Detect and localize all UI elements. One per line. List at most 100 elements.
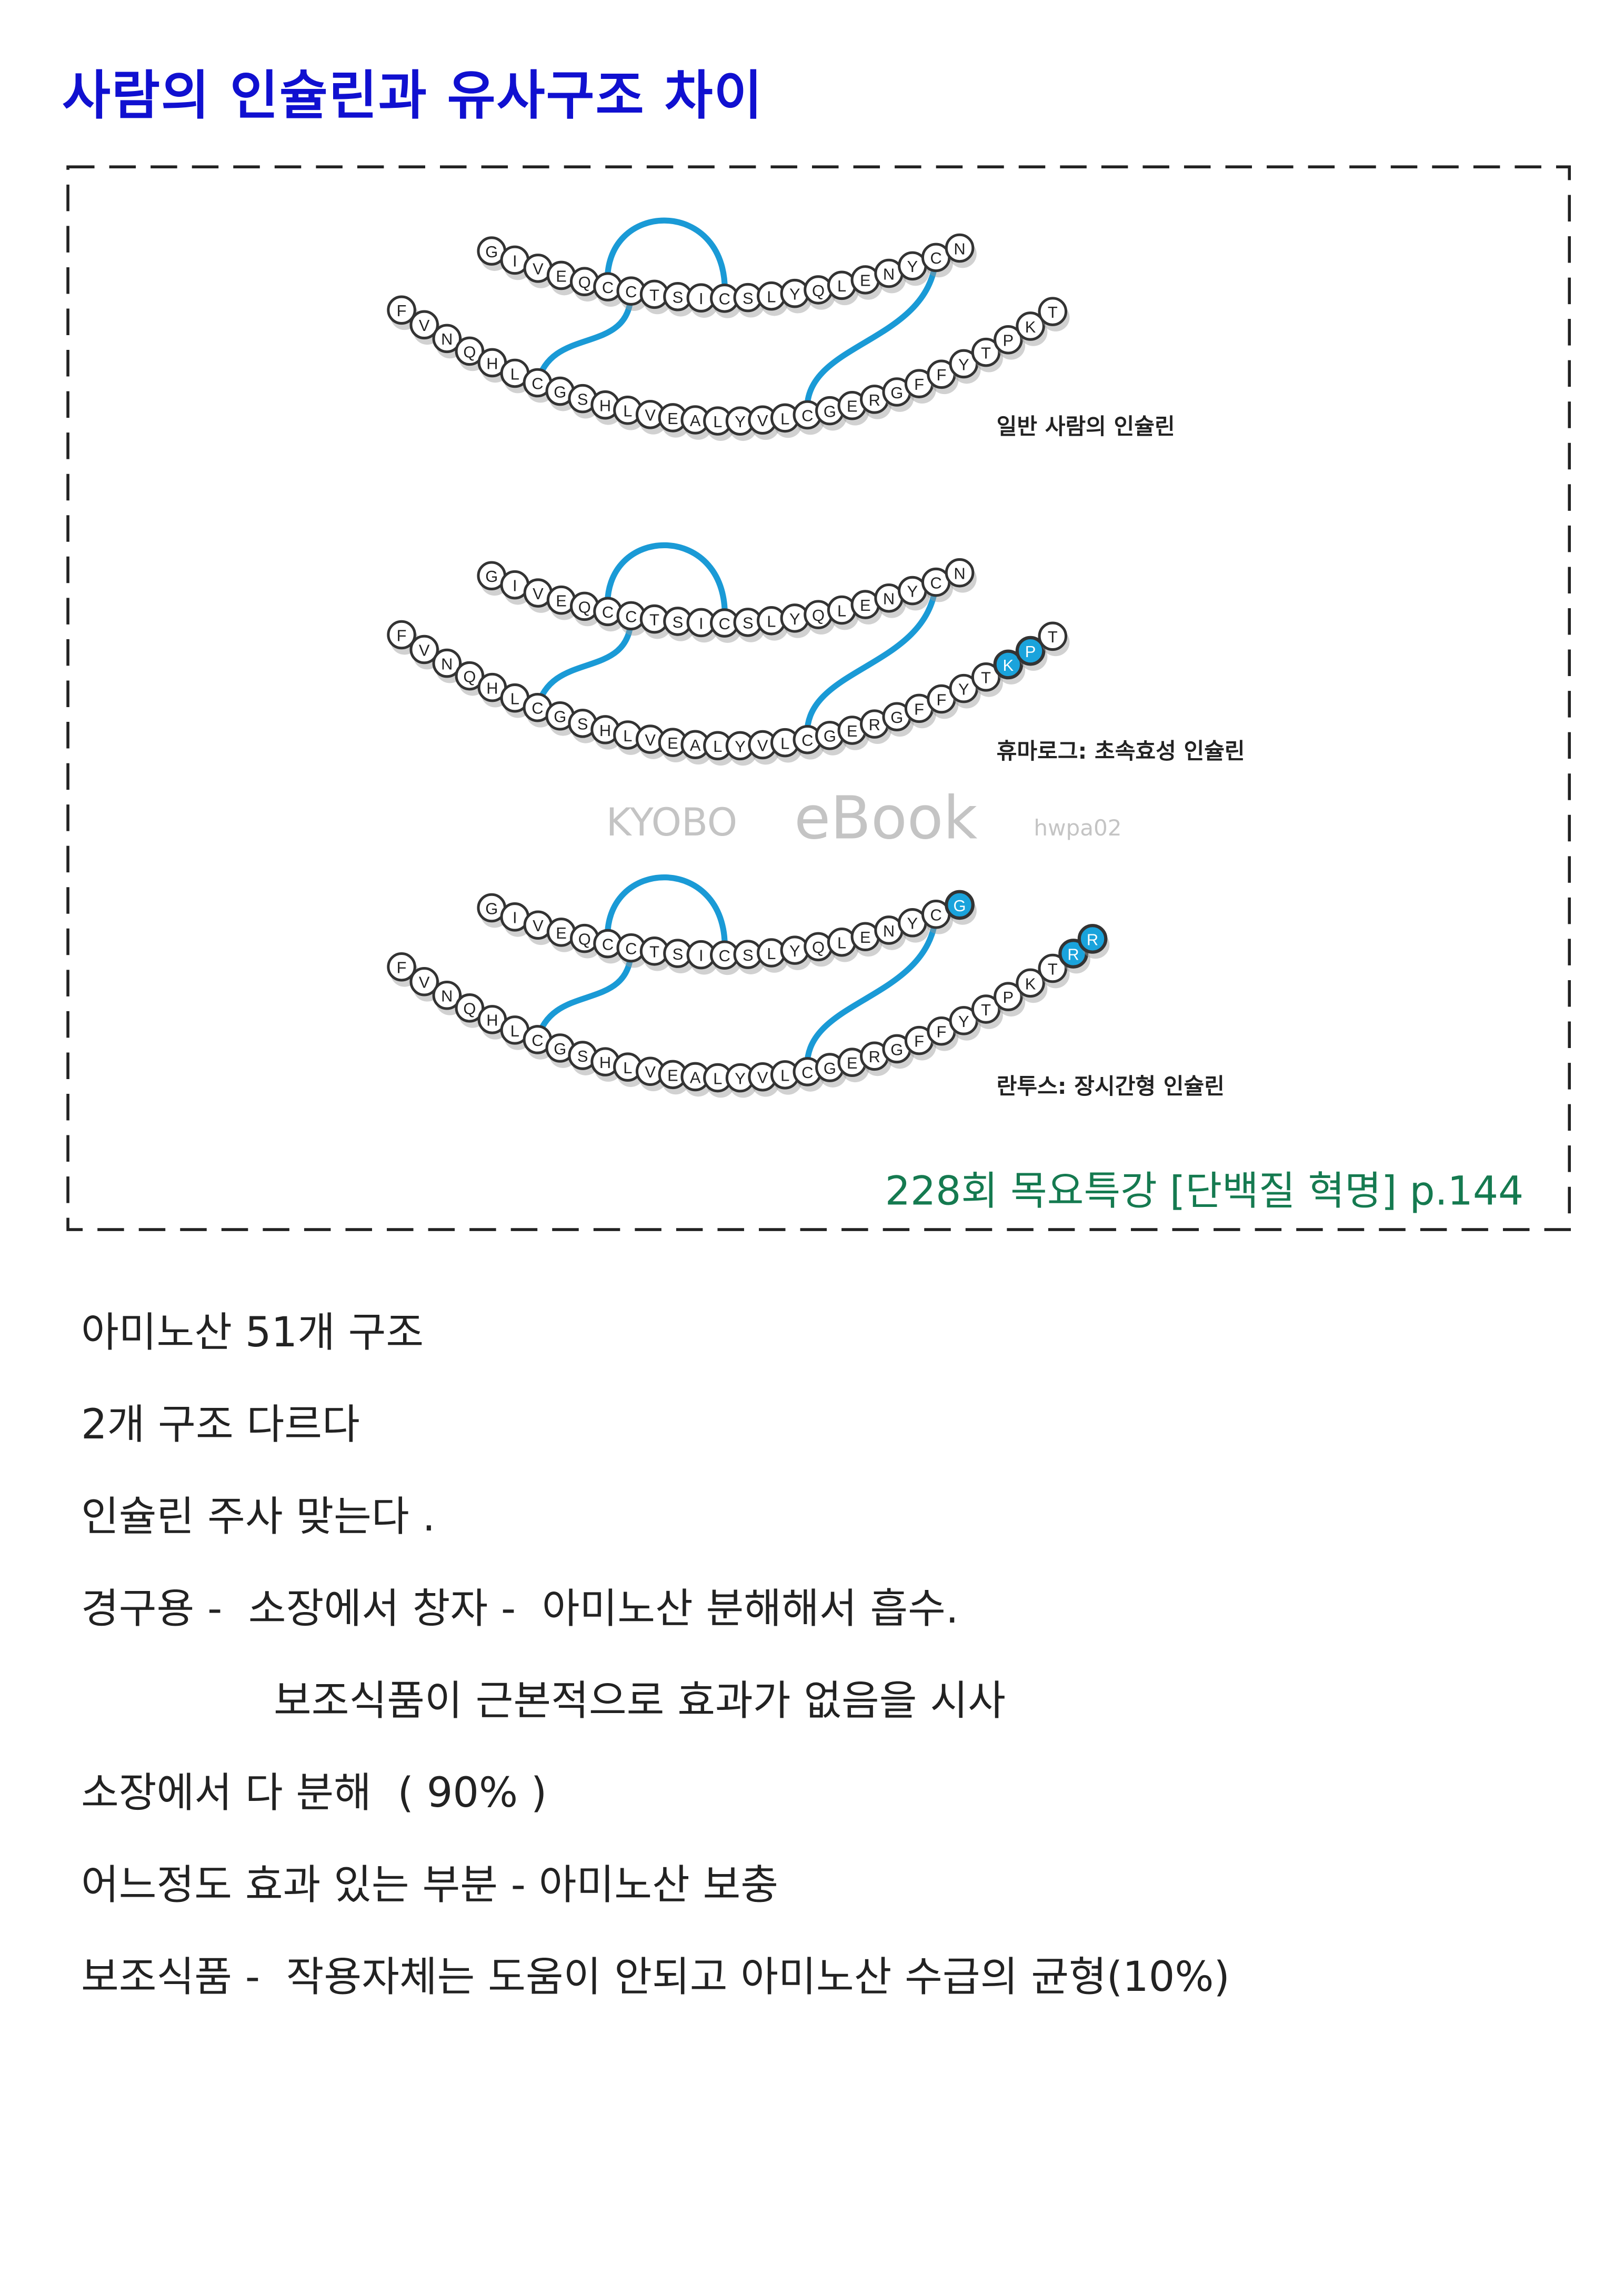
- amino-acid-letter: Y: [789, 942, 800, 960]
- amino-acid-letter: S: [577, 390, 588, 409]
- amino-acid-letter: C: [801, 731, 813, 750]
- amino-acid-letter: G: [824, 402, 836, 421]
- bead: E: [546, 260, 578, 296]
- amino-acid-letter: C: [801, 406, 813, 425]
- amino-acid-letter: N: [883, 590, 895, 608]
- bead: G: [545, 1033, 577, 1068]
- amino-acid-letter: G: [890, 384, 903, 402]
- diagram-label: 란투스: 장시간형 인슐린: [997, 1073, 1225, 1099]
- amino-acid-letter: S: [743, 946, 754, 964]
- body-line: 보조식품이 근본적으로 효과가 없음을 시사: [274, 1677, 1006, 1725]
- bead: C: [921, 243, 953, 278]
- body-line: 소장에서 다 분해 ( 90% ): [81, 1769, 547, 1817]
- watermark-brand: KYOBO: [606, 800, 737, 845]
- bead: L: [757, 938, 789, 973]
- bead: L: [500, 358, 532, 394]
- amino-acid-letter: L: [780, 734, 789, 753]
- bead: P: [994, 982, 1026, 1017]
- bead: S: [568, 384, 600, 419]
- amino-acid-letter: E: [667, 1066, 678, 1084]
- bead: G: [815, 396, 847, 431]
- amino-acid-letter: C: [602, 935, 614, 953]
- amino-acid-letter: G: [485, 243, 498, 261]
- amino-acid-letter: H: [486, 354, 498, 372]
- bead: I: [500, 570, 532, 605]
- amino-acid-letter: E: [667, 409, 678, 428]
- amino-acid-letter: L: [767, 944, 776, 963]
- amino-acid-letter: K: [1003, 656, 1014, 674]
- amino-acid-letter: T: [981, 669, 991, 687]
- disulfide-bond: [534, 291, 634, 384]
- amino-acid-letter: L: [623, 402, 632, 420]
- amino-acid-letter: F: [397, 626, 407, 645]
- bead: V: [635, 1056, 667, 1092]
- disulfide-bonds: [534, 217, 939, 416]
- amino-acid-letter: S: [577, 1047, 588, 1065]
- amino-acid-letter: T: [1048, 628, 1058, 646]
- amino-acid-letter: Q: [812, 606, 825, 625]
- bead: Q: [569, 923, 602, 959]
- bead: K: [1016, 311, 1048, 346]
- amino-acid-letter: N: [954, 565, 965, 583]
- amino-acid-letter: H: [599, 397, 611, 415]
- amino-acid-letter: C: [532, 374, 543, 392]
- bead: S: [663, 607, 695, 641]
- amino-acid-letter: L: [767, 287, 776, 306]
- amino-acid-letter: T: [649, 286, 659, 304]
- amino-acid-letter: R: [869, 716, 880, 734]
- amino-acid-letter: K: [1025, 318, 1036, 336]
- bead: C: [921, 899, 953, 934]
- amino-acid-letter: A: [690, 1068, 701, 1086]
- disulfide-bond: [804, 582, 939, 740]
- amino-acid-letter: L: [623, 727, 632, 745]
- amino-acid-letter: L: [510, 365, 519, 383]
- amino-acid-letter: H: [486, 1011, 498, 1030]
- amino-acid-letter: L: [713, 737, 722, 756]
- body-line: 인슐린 주사 맞는다 .: [81, 1493, 436, 1540]
- disulfide-bond: [604, 217, 728, 299]
- amino-acid-letter: S: [673, 945, 684, 963]
- amino-acid-letter: Y: [958, 355, 969, 374]
- amino-acid-letter: I: [699, 946, 704, 965]
- amino-acid-letter: L: [510, 1022, 519, 1040]
- amino-acid-letter: F: [937, 1023, 947, 1041]
- amino-acid-letter: K: [1025, 974, 1036, 993]
- amino-acid-letter: L: [780, 409, 789, 428]
- amino-acid-letter: Q: [578, 930, 591, 949]
- amino-acid-letter: L: [780, 1066, 789, 1085]
- amino-acid-letter: H: [599, 721, 611, 740]
- amino-acid-letter: V: [757, 411, 768, 430]
- amino-acid-letter: V: [419, 641, 430, 659]
- amino-acid-letter: S: [743, 289, 754, 308]
- watermark-user: hwpa02: [1034, 815, 1121, 841]
- bead: L: [613, 1052, 645, 1087]
- body-line: 2개 구조 다르다: [81, 1401, 360, 1448]
- amino-acid-letter: L: [713, 1069, 722, 1087]
- amino-acid-letter: T: [649, 943, 659, 961]
- amino-acid-letter: C: [801, 1063, 813, 1082]
- amino-acid-letter: I: [699, 289, 704, 308]
- bead: Y: [898, 251, 930, 286]
- amino-acid-letter: C: [532, 1031, 543, 1050]
- bead: N: [945, 233, 977, 268]
- bead: E: [546, 918, 578, 952]
- bead: S: [568, 709, 600, 743]
- bead: T: [971, 337, 1003, 372]
- bead: L: [770, 1060, 803, 1095]
- page-title: 사람의 인슐린과 유사구조 차이: [62, 65, 764, 126]
- amino-acid-letter: N: [441, 330, 453, 348]
- watermark: KYOBO eBook hwpa02: [606, 784, 1122, 853]
- amino-acid-letter: N: [883, 922, 895, 940]
- amino-acid-letter: T: [649, 610, 659, 629]
- amino-acid-letter: C: [602, 278, 614, 297]
- amino-acid-letter: R: [1067, 945, 1079, 963]
- bead: V: [409, 310, 442, 345]
- amino-acid-letter: T: [981, 344, 991, 362]
- bead: Y: [898, 908, 930, 943]
- bead: F: [904, 1025, 936, 1061]
- amino-acid-letter: G: [485, 567, 498, 586]
